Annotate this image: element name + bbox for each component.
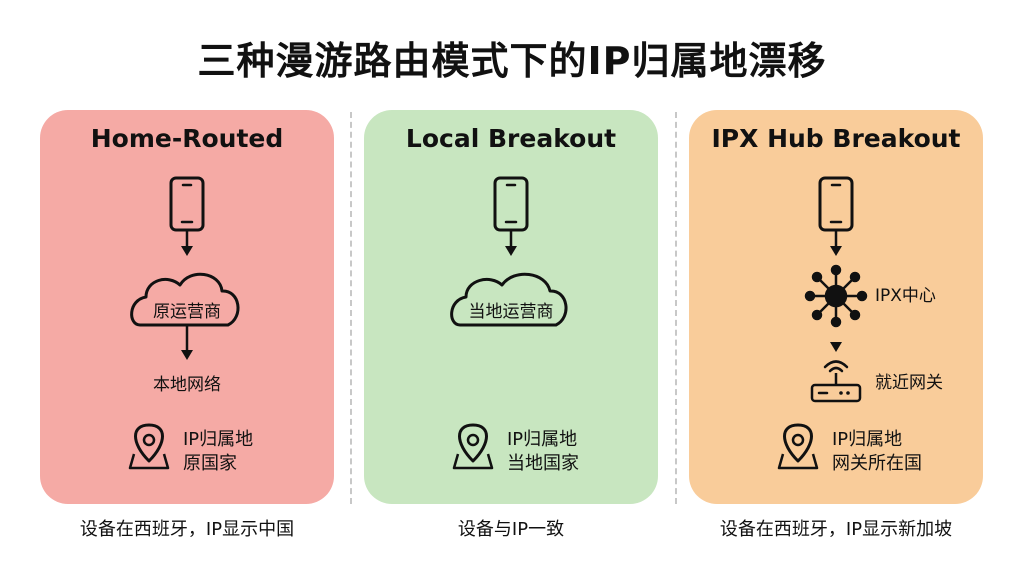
location-pin-icon xyxy=(452,423,494,470)
cloud-icon xyxy=(130,272,240,327)
ip-location-label: IP归属地 xyxy=(507,429,578,450)
phone-icon xyxy=(493,176,529,232)
ip-location-value: 网关所在国 xyxy=(832,453,922,474)
cloud-label: 当地运营商 xyxy=(468,302,554,322)
divider-right xyxy=(675,112,677,504)
ip-location-block: IP归属地 当地国家 xyxy=(507,428,579,476)
arrow-down-icon xyxy=(830,231,842,256)
cloud-icon xyxy=(450,272,568,327)
phone-icon xyxy=(818,176,854,232)
ip-location-value: 当地国家 xyxy=(507,453,579,474)
hub-network-icon xyxy=(804,264,868,328)
page-title: 三种漫游路由模式下的IP归属地漂移 xyxy=(197,39,827,83)
caption-local-breakout: 设备与IP一致 xyxy=(457,519,565,540)
panel-home-routed: Home-Routed 原运营商 本地网络 IP归属地 原国家 xyxy=(40,110,334,504)
location-pin-icon xyxy=(128,423,170,470)
panel-title: Home-Routed xyxy=(90,124,284,153)
arrow-down-icon xyxy=(505,231,517,256)
ip-location-block: IP归属地 原国家 xyxy=(183,428,253,476)
ip-location-label: IP归属地 xyxy=(183,429,254,450)
ipx-breakout-diagram xyxy=(777,176,868,470)
local-breakout-diagram xyxy=(450,176,568,470)
arrow-down-icon xyxy=(830,342,842,352)
cloud-label: 原运营商 xyxy=(153,302,221,322)
panel-title: IPX Hub Breakout xyxy=(711,124,961,153)
arrow-down-icon xyxy=(181,326,193,360)
caption-ipx-breakout: 设备在西班牙，IP显示新加坡 xyxy=(719,519,953,540)
gateway-label: 就近网关 xyxy=(875,373,943,393)
location-pin-icon xyxy=(777,423,819,470)
caption-home-routed: 设备在西班牙，IP显示中国 xyxy=(79,519,295,540)
network-label: 本地网络 xyxy=(153,375,221,395)
hub-label: IPX中心 xyxy=(875,286,936,306)
panel-title: Local Breakout xyxy=(405,124,617,153)
divider-left xyxy=(350,112,352,504)
router-icon xyxy=(810,360,862,403)
panel-local-breakout: Local Breakout 当地运营商 IP归属地 当地国家 xyxy=(364,110,658,504)
phone-icon xyxy=(169,176,205,232)
ip-location-value: 原国家 xyxy=(183,453,237,474)
home-routed-diagram xyxy=(128,176,240,470)
ip-location-label: IP归属地 xyxy=(832,429,903,450)
ip-location-block: IP归属地 网关所在国 xyxy=(832,428,922,476)
panel-ipx-hub-breakout: IPX Hub Breakout xyxy=(689,110,983,504)
arrow-down-icon xyxy=(181,231,193,256)
